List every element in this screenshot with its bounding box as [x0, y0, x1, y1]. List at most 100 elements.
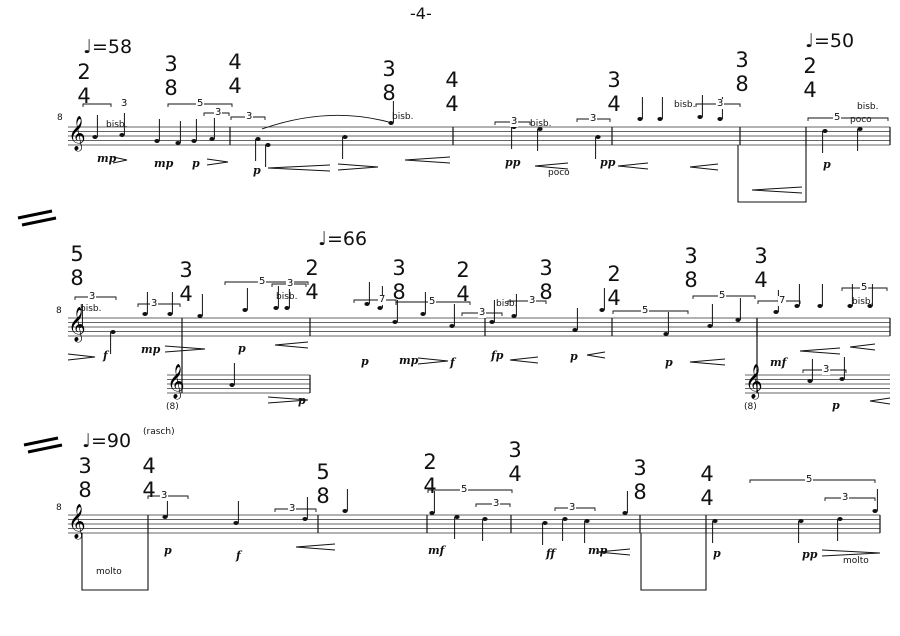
tuplet-number: 3 [716, 98, 725, 109]
treble-clef-icon: 𝄞 [68, 307, 86, 343]
performance-marking: bisb. [276, 292, 298, 302]
dynamic-marking: p [832, 399, 840, 412]
tuplet-bracket [612, 310, 689, 314]
crescendo-hairpin [586, 351, 606, 359]
time-signature-numerator: 3 [633, 456, 647, 480]
dynamic-marking: pp [802, 548, 818, 561]
performance-marking: molto [96, 567, 122, 577]
time-signature-denominator: 8 [164, 76, 178, 100]
note-head [110, 330, 116, 334]
crescendo-hairpin [689, 358, 726, 366]
note-head [542, 521, 548, 525]
time-signature-denominator: 4 [228, 74, 242, 98]
dynamic-marking: p [192, 157, 200, 170]
decrescendo-hairpin [267, 396, 309, 404]
dynamic-marking: p [298, 394, 306, 407]
performance-marking: poco [548, 168, 570, 178]
note-head [511, 314, 517, 318]
tuplet-number: 3 [841, 492, 850, 503]
note-head [92, 135, 98, 139]
tuplet-number: 5 [258, 276, 267, 287]
note-head [707, 324, 713, 328]
dynamic-marking: mp [97, 152, 117, 165]
time-signature-numerator: 5 [316, 460, 330, 484]
note-head [807, 379, 813, 383]
dynamic-marking: mp [154, 157, 174, 170]
dynamic-marking: p [164, 544, 172, 557]
tuplet-number: 5 [718, 290, 727, 301]
performance-marking: bisb. [852, 297, 874, 307]
performance-marking: bisb. [392, 112, 414, 122]
tempo-annotation: (rasch) [143, 427, 175, 437]
time-signature-numerator: 2 [305, 256, 319, 280]
time-signature-denominator: 4 [142, 478, 156, 502]
tuplet-number: 5 [833, 112, 842, 123]
time-signature-denominator: 4 [607, 286, 621, 310]
time-signature-numerator: 3 [382, 57, 396, 81]
dynamic-marking: pp [600, 156, 616, 169]
note-head [697, 115, 703, 119]
performance-marking: poco [850, 115, 872, 125]
note-head [817, 304, 823, 308]
tuplet-number: 5 [805, 474, 814, 485]
tuplet-number: 3 [286, 278, 295, 289]
note-head [167, 312, 173, 316]
tuplet-number: 3 [245, 111, 254, 122]
tuplet-number: 5 [460, 484, 469, 495]
tuplet-bracket [824, 497, 876, 501]
system-separator [27, 443, 63, 454]
note-head [449, 324, 455, 328]
page-number: -4- [410, 4, 432, 23]
note-head [119, 133, 125, 137]
treble-clef-icon: 𝄞 [167, 364, 185, 400]
time-signature-numerator: 2 [456, 258, 470, 282]
time-signature-numerator: 3 [508, 438, 522, 462]
note-head [454, 515, 460, 519]
decrescendo-hairpin [112, 156, 128, 164]
dynamic-marking: mp [399, 354, 419, 367]
dynamic-marking: pp [505, 156, 521, 169]
performance-marking: bisb. [106, 120, 128, 130]
note-head [872, 509, 878, 513]
system-separator [17, 209, 53, 220]
time-signature-denominator: 4 [508, 462, 522, 486]
crescendo-hairpin [404, 156, 451, 164]
note-head [822, 129, 828, 133]
time-signature-denominator: 4 [423, 474, 437, 498]
treble-clef-icon: 𝄞 [68, 116, 86, 152]
dynamic-marking: mp [141, 343, 161, 356]
note-head [794, 304, 800, 308]
decrescendo-hairpin [164, 345, 206, 353]
crescendo-hairpin [689, 163, 719, 171]
crescendo-hairpin [597, 548, 631, 556]
note-head [197, 314, 203, 318]
time-signature-numerator: 3 [684, 244, 698, 268]
note-head [284, 306, 290, 310]
dynamic-marking: p [665, 356, 673, 369]
note-head [77, 324, 83, 328]
time-signature-numerator: 3 [78, 454, 92, 478]
note-head [342, 135, 348, 139]
note-head [584, 519, 590, 523]
tempo-marking: ♩=50 [805, 30, 855, 52]
time-signature-denominator: 4 [77, 84, 91, 108]
dynamic-marking: mf [428, 544, 445, 557]
tuplet-bracket [507, 300, 547, 304]
note-head [735, 318, 741, 322]
time-signature-numerator: 3 [735, 48, 749, 72]
note-head [265, 143, 271, 147]
